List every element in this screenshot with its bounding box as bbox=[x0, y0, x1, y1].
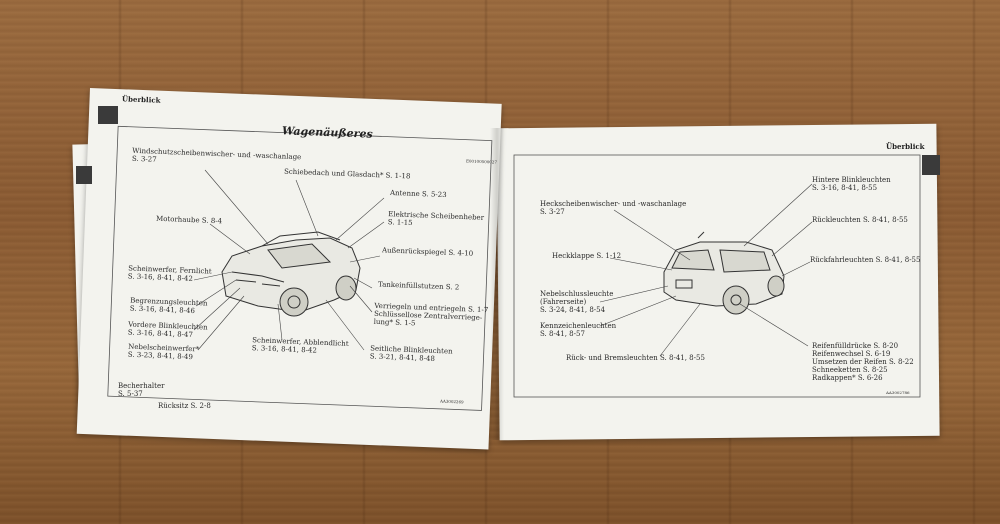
callout-rear-wiper: Heckscheibenwischer- und -waschanlage S.… bbox=[540, 200, 687, 216]
callout-locking: Verriegeln und entriegeln S. 1-7 Schlüss… bbox=[373, 301, 489, 328]
right-tab-marker bbox=[922, 155, 940, 175]
callout-rear-seat: Rücksitz S. 2-8 bbox=[158, 402, 211, 410]
callout-plate-lights: Kennzeichenleuchten S. 8-41, 8-57 bbox=[540, 322, 617, 338]
callout-front-indicators: Vordere Blinkleuchten S. 3-16, 8-41, 8-4… bbox=[127, 320, 208, 339]
callout-position-lights: Begrenzungsleuchten S. 3-16, 8-41, 8-46 bbox=[129, 296, 208, 316]
callout-cup-holder: Becherhalter S. 5-37 bbox=[118, 382, 165, 398]
right-figure-frame bbox=[513, 154, 921, 398]
left-leader-lines bbox=[193, 169, 385, 351]
left-page-header: Überblick bbox=[121, 94, 161, 105]
callout-high-beam: Scheinwerfer, Fernlicht S. 3-16, 8-41, 8… bbox=[127, 264, 212, 283]
left-tab-marker-1 bbox=[98, 106, 118, 124]
callout-tailgate: Heckklappe S. 1-12 bbox=[552, 252, 622, 260]
callout-tyres: Reifenfülldrücke S. 8-20 Reifenwechsel S… bbox=[812, 342, 914, 382]
right-leader-lines bbox=[599, 183, 813, 357]
right-figure-code: AA3002786 bbox=[886, 390, 910, 395]
callout-side-indicators: Seitliche Blinkleuchten S. 3-21, 8-41, 8… bbox=[369, 344, 453, 363]
left-figure-frame bbox=[107, 125, 493, 411]
left-tab-marker-2 bbox=[76, 166, 92, 184]
left-figure-code: AA3002269 bbox=[439, 398, 464, 405]
callout-rear-indicators: Hintere Blinkleuchten S. 3-16, 8-41, 8-5… bbox=[812, 176, 891, 192]
book-spine-shadow bbox=[490, 128, 504, 440]
front-car-drawing bbox=[221, 231, 361, 317]
callout-reversing-lights: Rückfahrleuchten S. 8-41, 8-55 bbox=[810, 256, 921, 264]
callout-brake-lights: Rück- und Bremsleuchten S. 8-41, 8-55 bbox=[566, 354, 705, 362]
callout-fog-lamps: Nebelscheinwerfer* S. 3-23, 8-41, 8-49 bbox=[127, 342, 200, 362]
callout-tail-lights: Rückleuchten S. 8-41, 8-55 bbox=[812, 216, 908, 224]
left-page-code: E00100500027 bbox=[465, 158, 498, 165]
callout-rear-fog-lamp: Nebelschlussleuchte (Fahrerseite) S. 3-2… bbox=[540, 290, 614, 314]
right-page-header: Überblick bbox=[886, 142, 925, 151]
rear-car-drawing bbox=[663, 231, 785, 315]
